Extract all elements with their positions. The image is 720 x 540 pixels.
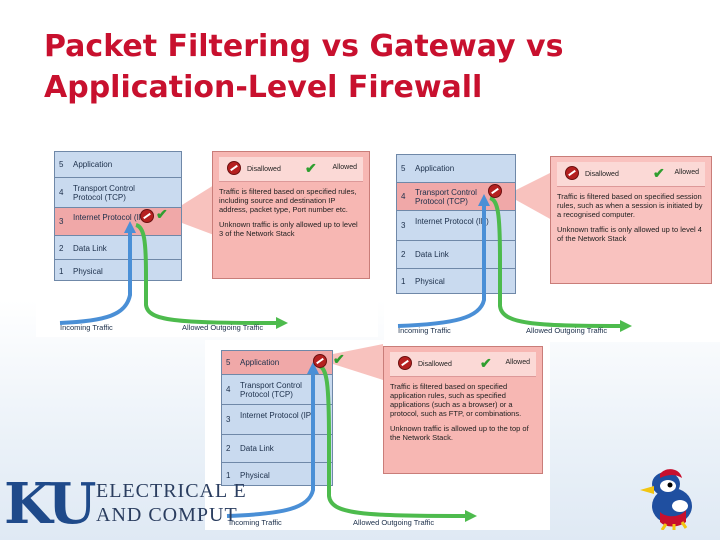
gateway-diagram: 5 Application 4 Transport Control Protoc… [384, 150, 720, 342]
layer-2: 2 Data Link [55, 236, 181, 260]
incoming-traffic-arrow [226, 372, 315, 518]
allowed-check-icon: ✔ [333, 351, 345, 367]
outgoing-traffic-arrow [489, 196, 621, 328]
title-line-1: Packet Filtering vs Gateway vs [44, 29, 564, 64]
outgoing-traffic-label: Allowed Outgoing Traffic [526, 326, 608, 335]
logo-text-line-1: ELECTRICAL E [96, 480, 247, 502]
allowed-check-icon: ✔ [305, 160, 317, 176]
layer-5: 5 Application [55, 152, 181, 178]
logo-text-line-2: AND COMPUT [96, 504, 238, 526]
layer-1: 1 Physical [226, 471, 270, 480]
outgoing-arrowhead [276, 317, 288, 329]
layer-3: 3 Internet Protocol (IP) [397, 211, 515, 241]
outgoing-arrowhead [620, 320, 632, 332]
layer-1: 1 Physical [59, 267, 103, 276]
jayhawk-mascot-icon [640, 469, 692, 530]
layer-2: 2 Data Link [397, 241, 515, 269]
layer-2: 2 Data Link [222, 435, 332, 463]
ku-letters: KU [4, 471, 96, 537]
incoming-arrowhead [307, 362, 319, 374]
incoming-traffic-arrow [397, 204, 486, 328]
disallowed-icon [565, 166, 579, 180]
callout-rule-text: Traffic is filtered based on specified a… [390, 382, 522, 418]
page-title: Packet Filtering vs Gateway vs Applicati… [44, 26, 664, 108]
allowed-check-icon: ✔ [653, 165, 665, 181]
callout-rule-text: Traffic is filtered based on specified s… [557, 192, 703, 219]
layer-3-highlight: 3 Internet Protocol (IP) [55, 208, 181, 236]
incoming-traffic-label: Incoming Traffic [229, 518, 282, 527]
title-line-2: Application-Level Firewall [44, 70, 483, 105]
disallowed-icon [227, 161, 241, 175]
incoming-arrowhead [478, 194, 490, 206]
callout-unknown-text: Unknown traffic is only allowed up to le… [557, 225, 702, 243]
incoming-arrowhead [124, 221, 136, 233]
allowed-check-icon: ✔ [156, 206, 168, 222]
outgoing-arrowhead [465, 510, 477, 522]
application-callout: Disallowed ✔ Allowed Traffic is filtered… [383, 346, 543, 474]
gateway-callout: Disallowed ✔ Allowed Traffic is filtered… [550, 156, 712, 284]
incoming-traffic-label: Incoming Traffic [398, 326, 451, 335]
callout-unknown-text: Unknown traffic is only allowed up to le… [219, 220, 358, 238]
incoming-traffic-label: Incoming Traffic [60, 323, 113, 332]
callout-pointer [333, 344, 383, 380]
layer-3: 3 Internet Protocol (IP) [222, 405, 332, 435]
incoming-traffic-arrow [59, 230, 132, 325]
ku-eecs-logo: KU ELECTRICAL E AND COMPUT [0, 470, 246, 540]
callout-pointer [182, 185, 214, 235]
outgoing-traffic-label: Allowed Outgoing Traffic [182, 323, 264, 332]
packet-filter-callout: Disallowed ✔ Allowed Traffic is filtered… [212, 151, 370, 279]
callout-unknown-text: Unknown traffic is allowed up to the top… [390, 424, 529, 442]
traffic-arrows [59, 185, 288, 329]
outgoing-traffic-label: Allowed Outgoing Traffic [353, 518, 435, 527]
callout-rule-text: Traffic is filtered based on specified r… [219, 187, 357, 214]
traffic-arrows [226, 344, 477, 522]
layer-1: 1 Physical [401, 277, 445, 286]
layer-4: 4 Transport Control Protocol (TCP) [222, 375, 332, 405]
layer-4: 4 Transport Control Protocol (TCP) [55, 178, 181, 208]
packet-filter-diagram: 5 Application 4 Transport Control Protoc… [36, 145, 378, 337]
legend: Disallowed ✔ Allowed [557, 162, 705, 187]
layer-5: 5 Application [397, 155, 515, 183]
disallowed-icon [398, 356, 412, 370]
application-firewall-diagram: 5 Application 4 Transport Control Protoc… [205, 340, 550, 530]
disallowed-icon [140, 209, 154, 223]
legend: Disallowed ✔ Allowed [390, 352, 536, 377]
disallowed-icon [488, 184, 502, 198]
legend: Disallowed ✔ Allowed [219, 157, 363, 182]
outgoing-traffic-arrow [318, 364, 466, 518]
outgoing-traffic-arrow [135, 223, 277, 325]
traffic-arrows [397, 172, 632, 332]
disallowed-icon [313, 354, 327, 368]
allowed-check-icon: ✔ [480, 355, 492, 371]
network-stack: 5 Application 4 Transport Control Protoc… [54, 151, 182, 281]
callout-pointer [516, 172, 552, 220]
